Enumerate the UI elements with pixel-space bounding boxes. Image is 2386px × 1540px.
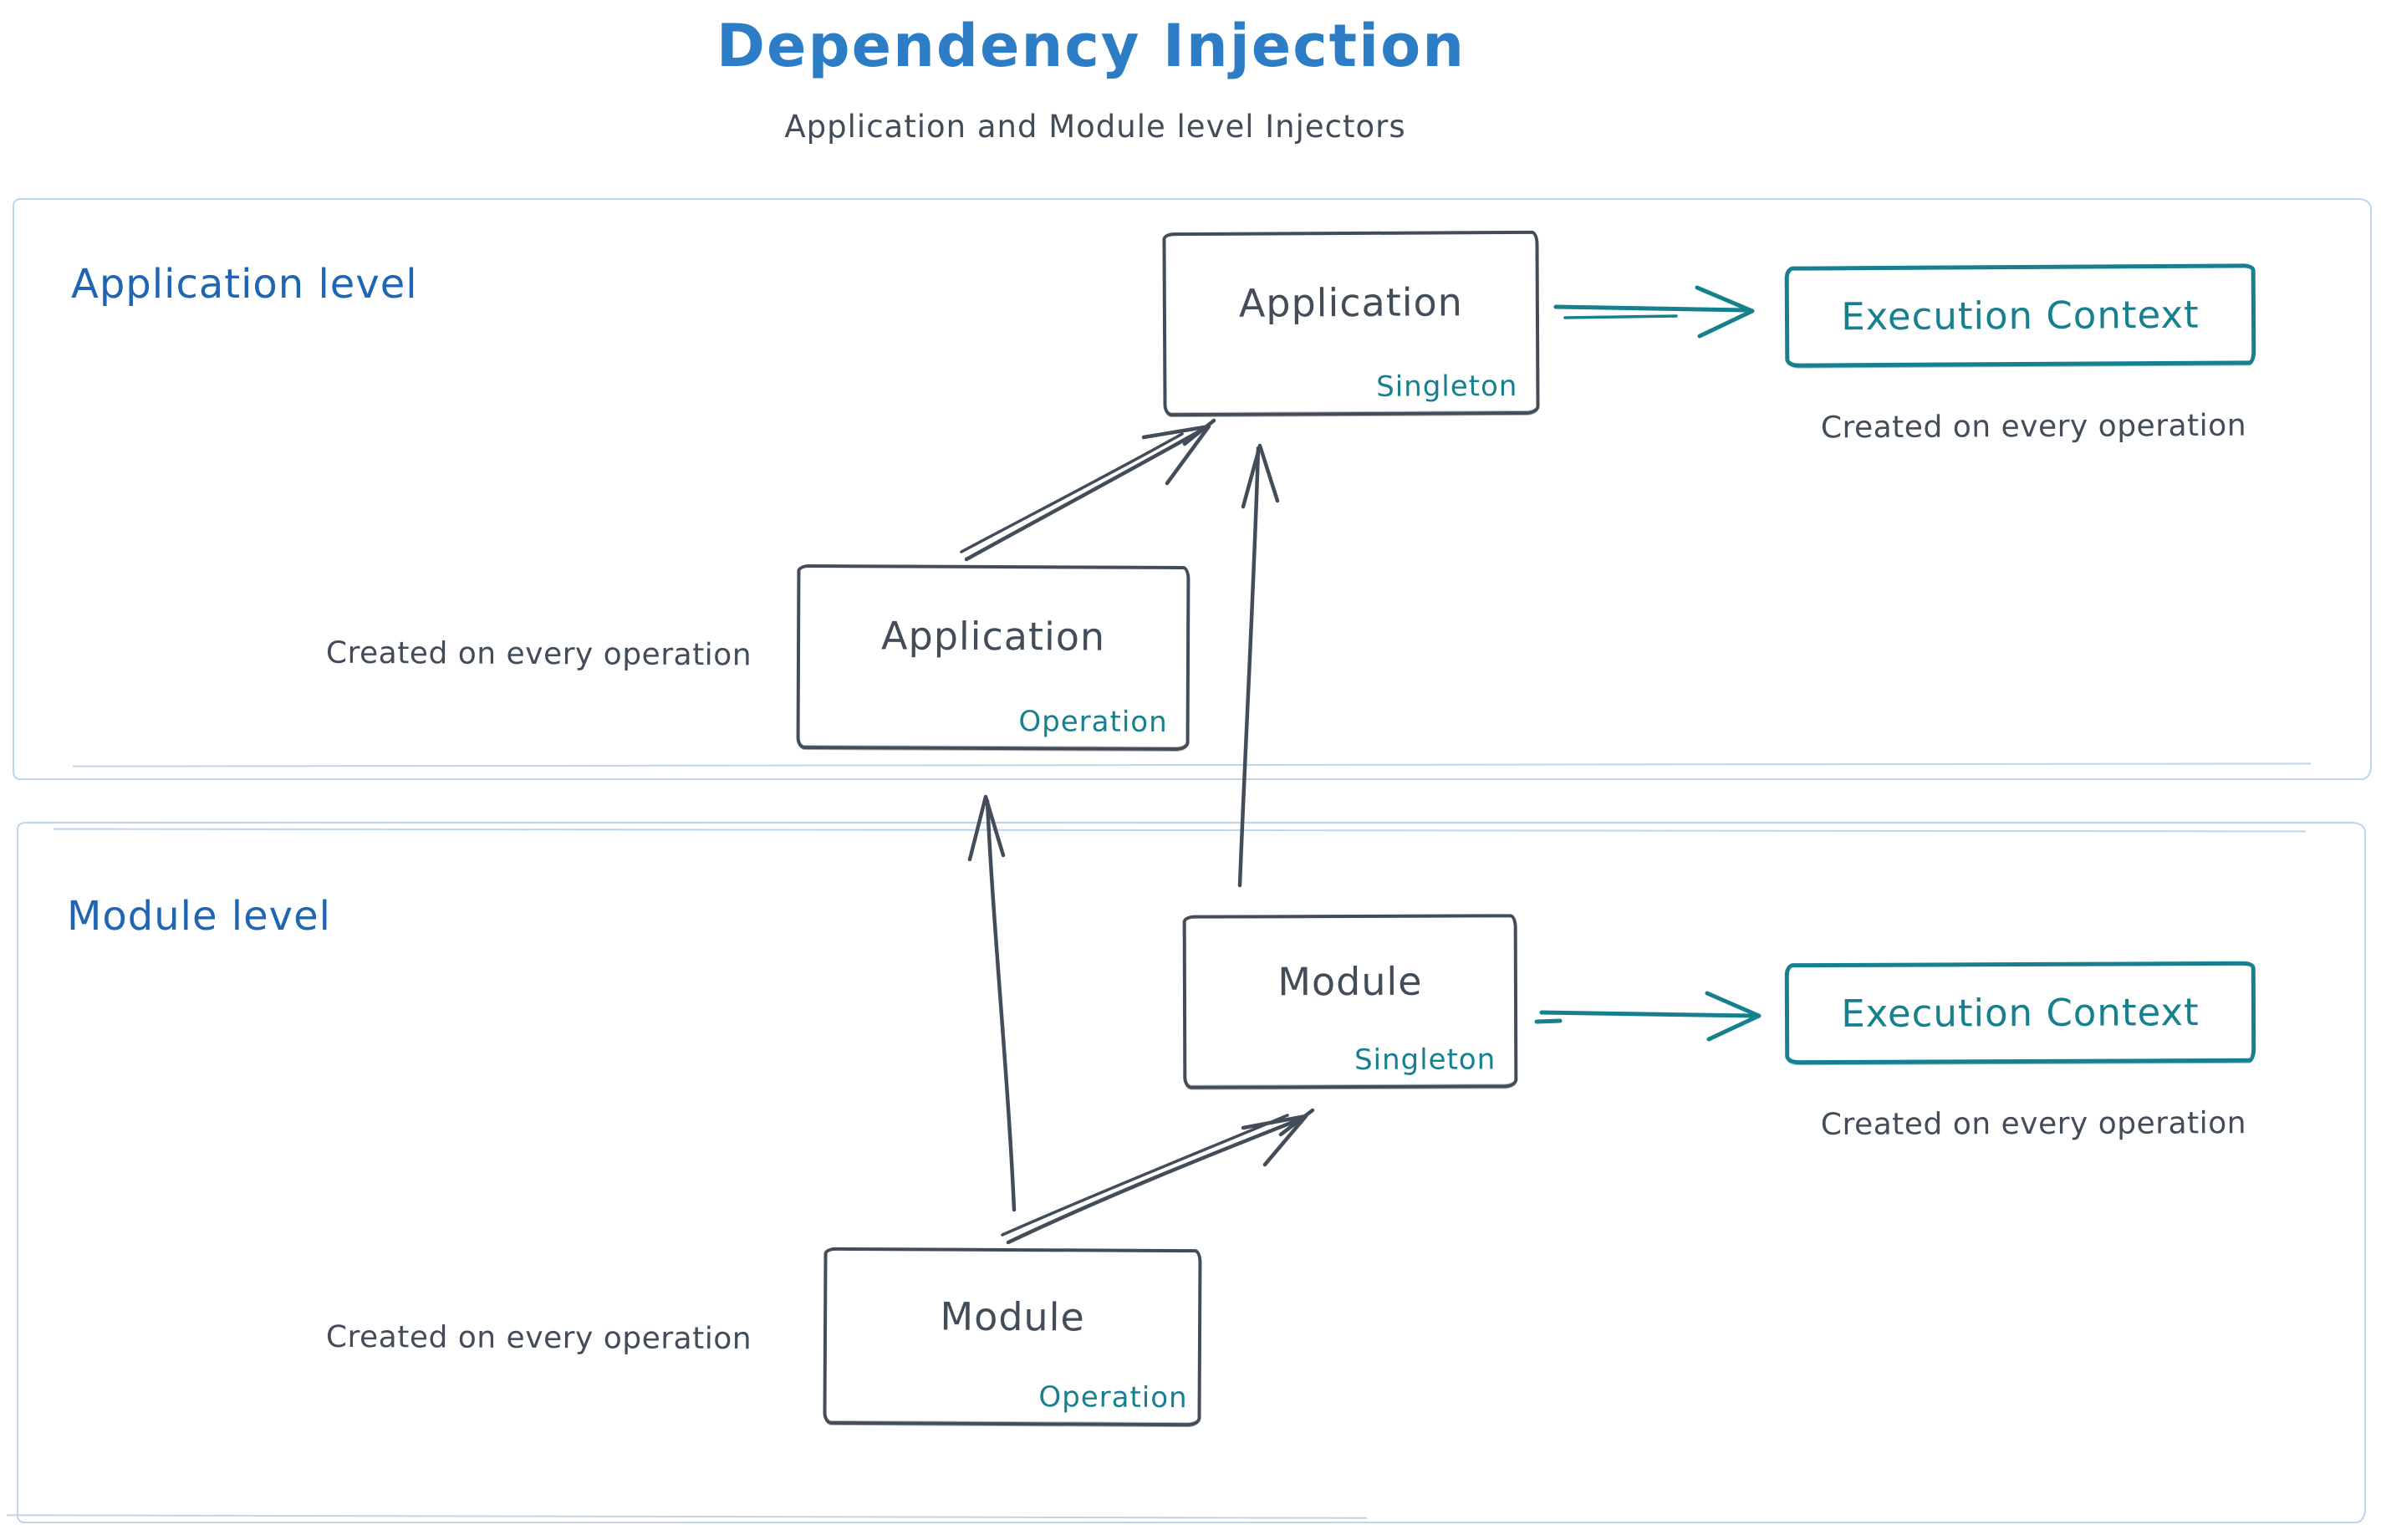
node-application-operation: Application Operation xyxy=(796,563,1190,752)
node-title: Application xyxy=(1238,278,1464,326)
page-subtitle: Application and Module level Injectors xyxy=(784,109,1406,145)
node-scope-badge: Singleton xyxy=(1376,369,1518,404)
execution-context-application-caption: Created on every operation xyxy=(1820,408,2247,446)
module-level-frame xyxy=(17,822,2366,1523)
application-operation-caption: Created on every operation xyxy=(325,635,752,673)
node-module-singleton: Module Singleton xyxy=(1182,914,1518,1089)
node-scope-badge: Singleton xyxy=(1354,1043,1496,1077)
module-level-label: Module level xyxy=(67,893,331,940)
execution-context-application-box: Execution Context xyxy=(1784,263,2256,368)
application-level-label: Application level xyxy=(71,261,418,308)
node-title: Module xyxy=(1277,958,1423,1005)
execution-context-module-box: Execution Context xyxy=(1784,961,2256,1065)
node-scope-badge: Operation xyxy=(1018,705,1168,739)
node-title: Module xyxy=(940,1293,1085,1339)
application-level-frame xyxy=(13,198,2372,780)
module-operation-caption: Created on every operation xyxy=(325,1319,752,1357)
execution-context-title: Execution Context xyxy=(1841,292,2200,339)
node-application-singleton: Application Singleton xyxy=(1162,230,1540,417)
page-title: Dependency Injection xyxy=(716,12,1466,80)
node-title: Application xyxy=(880,613,1106,660)
execution-context-module-caption: Created on every operation xyxy=(1820,1106,2247,1142)
node-scope-badge: Operation xyxy=(1038,1380,1188,1415)
node-module-operation: Module Operation xyxy=(823,1247,1202,1427)
execution-context-title: Execution Context xyxy=(1841,990,2200,1036)
